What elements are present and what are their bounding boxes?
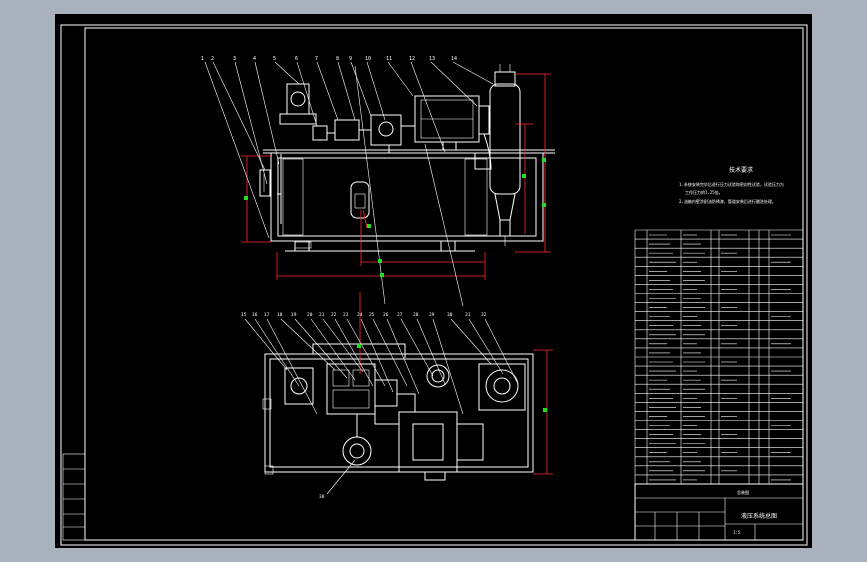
title-block: 总装图 液压系统总图 1:5 [634,483,804,541]
svg-text:21: 21 [319,312,325,318]
outer-border [60,24,808,546]
svg-text:32: 32 [481,312,487,318]
svg-text:5: 5 [273,56,276,62]
svg-text:9: 9 [349,56,352,62]
inner-border [84,27,804,541]
front-view-balloon-numbers: 1 2 3 4 5 6 7 8 9 10 11 12 13 14 [201,56,457,62]
parts-list [634,229,804,485]
svg-text:7: 7 [315,56,318,62]
svg-text:16: 16 [252,312,258,318]
svg-text:8: 8 [336,56,339,62]
svg-text:23: 23 [343,312,349,318]
svg-text:2: 2 [211,56,214,62]
front-view [259,64,555,252]
svg-text:22: 22 [331,312,337,318]
svg-text:13: 13 [429,56,435,62]
title-block-label: 总装图 [737,489,749,495]
dimension-markers [244,158,547,412]
svg-text:2.油箱内壁涂耐油防锈漆，管道安装后进行酸洗处理。: 2.油箱内壁涂耐油防锈漆，管道安装后进行酸洗处理。 [679,198,776,204]
svg-text:20: 20 [307,312,313,318]
cad-viewport[interactable]: 1 2 3 4 5 6 7 8 9 10 11 12 13 14 [55,14,812,548]
svg-text:38: 38 [319,494,325,500]
drawing-name: 液压系统总图 [741,512,777,520]
svg-text:29: 29 [429,312,435,318]
svg-text:12: 12 [409,56,415,62]
svg-text:3: 3 [233,56,236,62]
svg-text:17: 17 [264,312,270,318]
svg-text:30: 30 [447,312,453,318]
plan-view-balloon-numbers: 15 16 17 18 19 20 21 22 23 24 25 26 27 2… [241,312,487,500]
svg-text:4: 4 [253,56,256,62]
svg-text:25: 25 [369,312,375,318]
left-margin-block [62,453,86,541]
svg-text:24: 24 [357,312,363,318]
svg-text:10: 10 [365,56,371,62]
tech-requirements-title: 技术要求 [729,166,753,174]
technical-requirements: 技术要求 1.系统安装完毕后进行压力试验和密封性试验，试验压力为 工作压力的1.… [679,166,784,204]
drawing-scale: 1:5 [733,530,741,535]
svg-text:31: 31 [465,312,471,318]
svg-text:1.系统安装完毕后进行压力试验和密封性试验，试验压力为: 1.系统安装完毕后进行压力试验和密封性试验，试验压力为 [679,181,784,187]
svg-text:14: 14 [451,56,457,62]
plan-view-leaders [244,318,518,495]
svg-text:27: 27 [397,312,403,318]
svg-text:11: 11 [386,56,392,62]
svg-text:28: 28 [413,312,419,318]
front-view-leaders [204,61,494,307]
svg-text:工作压力的1.25倍。: 工作压力的1.25倍。 [685,189,723,195]
svg-text:19: 19 [291,312,297,318]
svg-text:6: 6 [295,56,298,62]
svg-text:26: 26 [383,312,389,318]
svg-text:15: 15 [241,312,247,318]
svg-text:18: 18 [277,312,283,318]
svg-text:1: 1 [201,56,204,62]
plan-view [262,343,534,481]
drawing-canvas: 1 2 3 4 5 6 7 8 9 10 11 12 13 14 [60,24,808,546]
